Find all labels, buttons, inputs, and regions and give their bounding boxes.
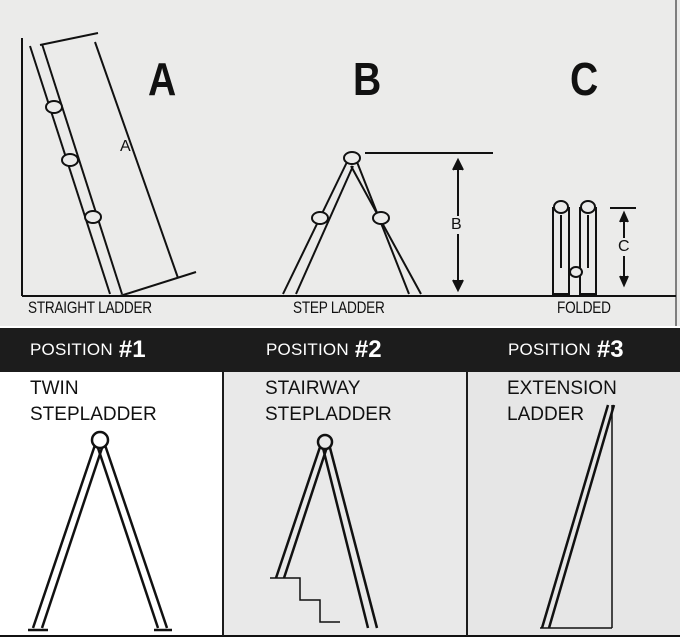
dimension-b-label: B [451,216,462,234]
position-3-title: EXTENSION LADDER [507,376,617,428]
caption-step-ladder: STEP LADDER [293,298,385,317]
position-1-header: POSITION #1 [30,328,146,372]
title-line: STEPLADDER [30,404,157,425]
ladder-configurations-panel [0,0,680,326]
position-number: #3 [596,336,624,363]
title-line: STEPLADDER [265,404,392,425]
title-line: TWIN [30,378,79,399]
config-letter-b: B [353,53,382,105]
position-word: POSITION [266,340,349,359]
position-2-header: POSITION #2 [266,328,382,372]
column-divider [222,328,224,636]
twin-stepladder-drawing [28,430,172,632]
position-2-panel: STAIRWAY STEPLADDER [255,372,465,636]
stairway-stepladder-drawing [270,433,379,629]
straight-ladder-drawing [29,32,197,297]
position-1-title: TWIN STEPLADDER [30,376,157,428]
config-letter-a: A [148,53,177,105]
extension-ladder-drawing [540,404,616,629]
position-word: POSITION [30,340,113,359]
position-2-title: STAIRWAY STEPLADDER [265,376,392,428]
step-ladder-drawing [282,151,493,295]
position-number: #1 [118,336,146,363]
dimension-a-label: A [120,138,131,155]
title-line: EXTENSION [507,378,617,399]
position-3-panel: EXTENSION LADDER [497,372,677,636]
caption-straight-ladder: STRAIGHT LADDER [28,298,152,317]
dimension-a-arrow [94,41,179,279]
position-3-header: POSITION #3 [508,328,624,372]
position-word: POSITION [508,340,591,359]
config-letter-c: C [570,53,599,105]
position-1-panel: TWIN STEPLADDER [20,372,220,636]
caption-folded: FOLDED [557,298,611,317]
position-number: #2 [354,336,382,363]
positions-header-bar: POSITION #1 POSITION #2 POSITION #3 [0,328,680,372]
title-line: LADDER [507,404,585,425]
folded-ladder-drawing [552,200,636,295]
dimension-c-label: C [618,238,630,256]
column-divider [466,328,468,636]
title-line: STAIRWAY [265,378,361,399]
